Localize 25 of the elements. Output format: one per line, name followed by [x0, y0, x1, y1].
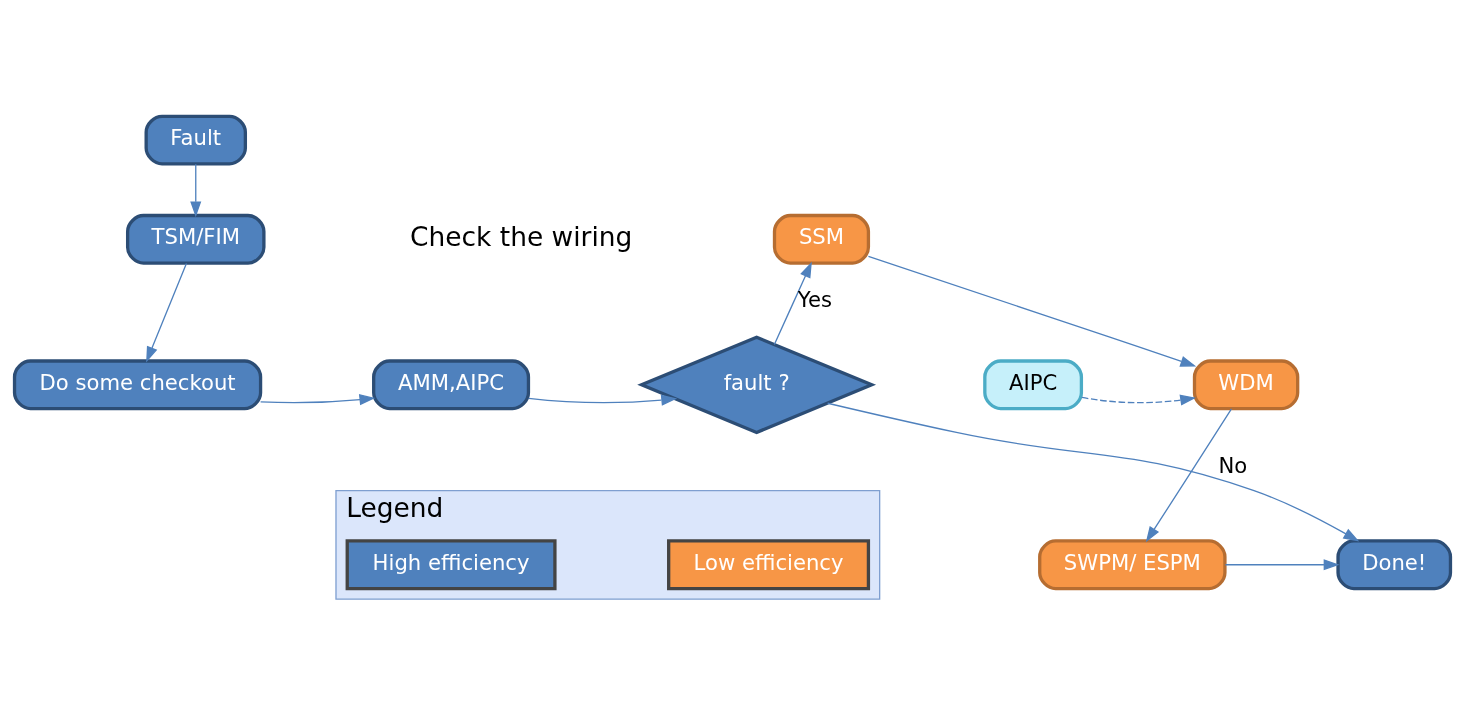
arrow — [867, 255, 1197, 367]
edge-label: Yes — [797, 286, 832, 312]
arrow — [827, 402, 1360, 542]
node-box: Done! — [1336, 538, 1453, 590]
arrow — [1224, 558, 1340, 570]
node-box: SSM — [772, 213, 871, 265]
arrow — [528, 394, 678, 406]
node-box: Do some checkout — [12, 358, 263, 410]
node-box: TSM/FIM — [125, 213, 266, 265]
legend-label: High efficiency — [372, 549, 530, 575]
node-box: AMM,AIPC — [372, 358, 531, 410]
arrow — [1081, 394, 1197, 406]
label: Check the wiring — [410, 220, 633, 252]
node-box: AIPC — [983, 358, 1084, 410]
arrow — [259, 393, 376, 405]
node-box: Fault — [144, 114, 248, 166]
arrow — [1145, 407, 1233, 542]
edge-label: No — [1218, 452, 1248, 478]
arrow — [190, 163, 202, 217]
node-box: SWPM/ ESPM — [1038, 538, 1227, 590]
arrow — [773, 261, 812, 345]
node-box: WDM — [1192, 358, 1300, 410]
node-diamond: fault ? — [637, 334, 877, 434]
arrow — [146, 262, 188, 362]
legend-label: Low efficiency — [693, 549, 844, 575]
